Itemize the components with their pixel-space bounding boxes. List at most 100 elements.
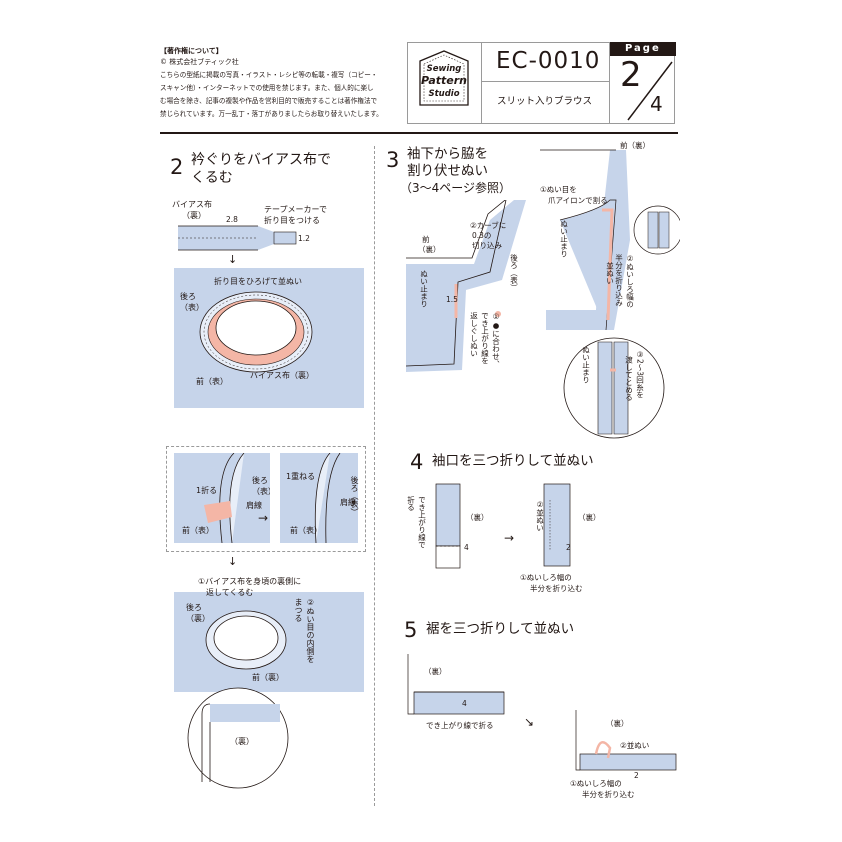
align-label: 返しぐしぬい — [469, 312, 479, 357]
wrap-label: 前（裏） — [252, 672, 284, 682]
column-divider — [374, 146, 375, 806]
back-label: （裏） — [578, 512, 601, 522]
fold-label: でき上がり線で — [417, 496, 427, 549]
pattern-title: スリット入りブラウス — [497, 96, 593, 107]
copyright-company: © 株式会社ブティック社 — [160, 58, 239, 66]
page-total: 4 — [650, 92, 663, 116]
page-label: Page — [625, 43, 661, 54]
stop-label: ぬい止まり — [419, 270, 429, 308]
bias-label: （裏） — [182, 210, 206, 220]
header-rule — [160, 132, 678, 134]
back-label: （裏） — [466, 512, 484, 522]
down-arrow: ↓ — [228, 253, 238, 266]
back-label: 後ろ — [180, 291, 196, 301]
copyright-line: む場合を除き、記事の複製や作品を営利目的で販売することは著作権法で — [160, 97, 378, 105]
step-title: 袖下から脇を — [407, 146, 488, 162]
detail-label: 1折る — [196, 485, 217, 495]
right-arrow: → — [258, 511, 269, 525]
align-label: ①●に合わせ、 — [491, 312, 501, 368]
fold-open-label: 折り目をひろげて並ぬい — [214, 276, 302, 286]
detail-label: 後ろ（表） — [350, 476, 359, 516]
detail-box — [166, 446, 366, 552]
down-arrow: ↓ — [228, 555, 238, 568]
front-label: 前（表） — [196, 376, 228, 386]
dimension: 4 — [464, 543, 469, 552]
logo-word: Pattern — [421, 74, 467, 87]
back-label: （表） — [180, 302, 204, 312]
step-title: （3〜4ページ参照） — [400, 181, 512, 195]
underarm-diagram: ②カーブに 0.3の 切り込み 前 （裏） 1.5 — [406, 200, 526, 372]
page-tab — [610, 42, 676, 56]
logo-word: Sewing — [427, 64, 462, 74]
bias-tape-diagram: バイアス布 （裏） 2.8 テープメーカーで 折り目をつける 1.2 — [172, 199, 327, 251]
copyright-heading: 【著作権について】 — [160, 47, 223, 55]
pattern-code: EC-0010 — [496, 48, 601, 74]
zoom-circle: （裏） — [187, 687, 289, 789]
header-divider — [481, 81, 609, 82]
copyright-line: スキャン他）・インターネットでの使用を禁じます。また、個人的に楽し — [160, 84, 374, 92]
top-front-label: 前（裏） — [620, 140, 650, 150]
dimension: 4 — [462, 699, 467, 708]
dimension: 2.8 — [226, 215, 238, 224]
dimension: 2 — [566, 543, 571, 552]
align-label: でき上がり線を — [480, 312, 490, 365]
step-number: 4 — [410, 450, 424, 474]
step-title: 袖口を三つ折りして並ぬい — [432, 453, 594, 469]
half-label: 半分を折り込む — [582, 789, 635, 799]
front-label: （裏） — [418, 244, 441, 254]
half-label: ①ぬいしろ幅の — [520, 573, 572, 582]
half-label: 半分を折り込む — [530, 584, 583, 593]
half-label: 半分を折り込み — [614, 254, 624, 307]
dimension: 1.5 — [446, 295, 458, 304]
bias-label: バイアス布 — [172, 199, 212, 209]
thread-label: 渡してとめる — [624, 356, 634, 401]
copyright-line: 禁じられています。万一乱丁・落丁がありましたらお取り替えいたします。 — [160, 110, 383, 118]
stitch-label: 並ぬい — [605, 262, 615, 285]
wrap-diagram: ①バイアス布を身頃の裏側に 返してくるむ 後ろ （裏） 前（裏） — [174, 576, 364, 692]
detail-diagram-2: 1重ねる 肩線 前（表） — [280, 453, 358, 543]
stop-label: ぬい止まり — [559, 220, 569, 258]
hem-diagram-1: （裏） 4 でき上がり線で折る — [407, 654, 505, 730]
front-label: 前 — [422, 234, 430, 244]
back-label: 後ろ（表） — [509, 254, 519, 292]
step-number: 5 — [404, 618, 418, 642]
zoom-label: （裏） — [230, 736, 254, 746]
dimension: 2 — [634, 771, 639, 780]
detail-label: 前（表） — [290, 525, 322, 535]
curve-label: 切り込み — [472, 241, 502, 250]
step-number: 2 — [170, 155, 184, 179]
stitch-label: ②並ぬい — [535, 500, 545, 532]
wrap-label: （裏） — [186, 613, 210, 623]
detail-label: 肩線 — [246, 500, 262, 510]
detail-label: 後ろ — [252, 475, 268, 485]
half-label: ①ぬいしろ幅の — [570, 778, 622, 788]
detail-label: 1重ねる — [286, 471, 315, 481]
page-current: 2 — [620, 55, 642, 95]
step-title: くるむ — [191, 170, 233, 186]
detail-diagram-1: 1折る 後ろ （表） 肩線 前（表） — [174, 453, 270, 543]
logo-icon: Sewing Pattern Studio — [419, 50, 469, 106]
stop-label: ぬい止まり — [581, 346, 591, 384]
half-label: ②ぬいしろ幅の — [625, 254, 635, 308]
fold-label: 折る — [406, 496, 416, 511]
diag-arrow: ↘ — [524, 715, 535, 729]
page-slash — [627, 61, 673, 121]
cuff-diagram-2: （裏） 2 — [543, 483, 601, 567]
wrap-stitch-label: まつる — [294, 598, 303, 622]
back-label: （裏） — [424, 666, 447, 676]
wrap-stitch-label: ②ぬい目の内側を — [306, 598, 315, 663]
step-title: 割り伏せぬい — [407, 163, 488, 179]
wrap-label: 後ろ — [186, 602, 202, 612]
hem-diagram-2: （裏） ②並ぬい 2 ①ぬいしろ幅の 半分を折り込む — [570, 710, 677, 799]
neckline-diagram: 折り目をひろげて並ぬい 後ろ （表） 前（表） バイアス布（裏） — [174, 268, 364, 408]
tape-label: テープメーカーで — [264, 205, 327, 214]
dimension: 1.2 — [298, 234, 310, 243]
curve-label: ②カーブに — [470, 220, 506, 230]
step-title: 衿ぐりをバイアス布で — [191, 152, 331, 168]
iron-label: ①ぬい目を — [540, 185, 577, 194]
thread-label: ③2〜3回糸を — [635, 350, 645, 399]
step-number: 3 — [386, 148, 400, 172]
seam-press-diagram: 前（裏） ①ぬい目を 爪アイロンで割る — [540, 140, 680, 331]
header-box — [407, 42, 675, 124]
back-label: （裏） — [606, 718, 629, 728]
